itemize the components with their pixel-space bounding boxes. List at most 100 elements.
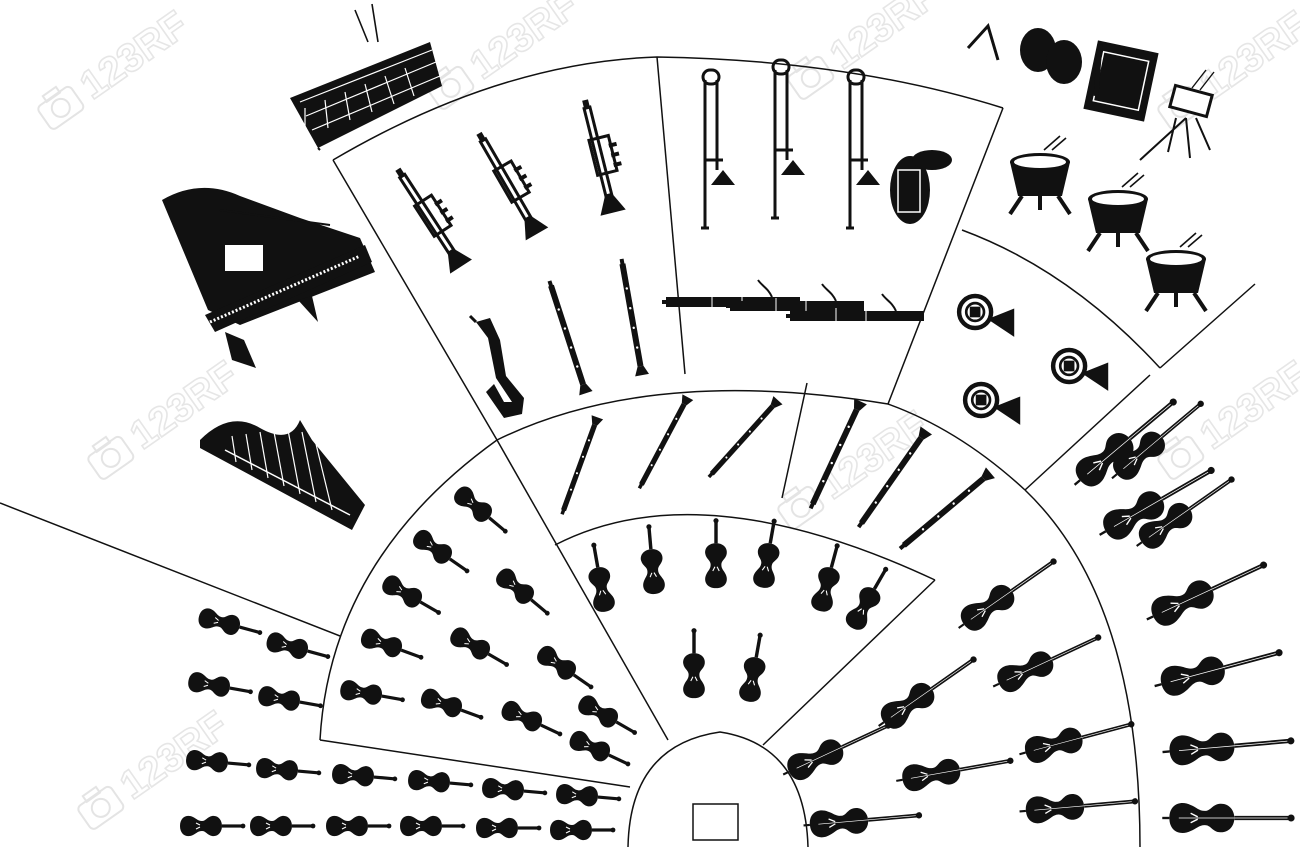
violin-icon — [475, 817, 542, 839]
double-bass-icon — [1139, 548, 1275, 635]
saxophone-icon — [468, 314, 524, 418]
double-bass-icon — [1161, 801, 1296, 835]
violin-icon — [399, 815, 466, 837]
violin-icon — [256, 684, 326, 717]
french-horn-icon — [965, 384, 1020, 425]
brass-right-edge — [887, 107, 1004, 405]
triangle-icon — [966, 23, 1000, 61]
french-horn-icon — [1053, 350, 1108, 391]
watermark: 123RF — [781, 0, 947, 102]
viola-icon — [737, 630, 772, 705]
violin-icon — [566, 727, 635, 775]
violin-icon — [409, 525, 476, 582]
cello-icon — [1014, 709, 1139, 769]
viola-icon — [637, 522, 667, 596]
watermark-text: 123RF — [812, 403, 936, 508]
violin-icon — [184, 748, 253, 776]
viola-icon — [841, 561, 897, 634]
clarinet-icon — [542, 278, 593, 396]
violin-icon — [533, 641, 600, 698]
percussion-divider — [1159, 283, 1256, 369]
violin-icon — [492, 564, 557, 624]
cello-edge — [1024, 374, 1151, 491]
first-violin-edge — [319, 739, 631, 788]
section-dividers — [0, 56, 1256, 847]
cello-icon — [776, 710, 898, 788]
horn-arc — [961, 229, 1161, 369]
xylophone-icon — [290, 3, 442, 151]
watermark-text: 123RF — [1192, 353, 1300, 458]
cello-icon — [801, 800, 925, 840]
viola-icon — [704, 517, 728, 589]
instrument-layer — [179, 58, 1297, 841]
violin-icon — [357, 625, 428, 669]
viola-icon — [682, 627, 706, 699]
section-double-basses — [1063, 387, 1297, 835]
brass-divider-1 — [656, 56, 686, 375]
violin-icon — [186, 670, 256, 703]
cello-icon — [892, 745, 1017, 796]
violin-icon — [498, 697, 567, 745]
violin-icon — [195, 605, 266, 644]
trombone-icon — [769, 58, 807, 220]
violin-icon — [554, 782, 623, 810]
violin-icon — [338, 678, 408, 711]
trombone-icon — [699, 68, 737, 230]
watermark-text: 123RF — [1192, 3, 1300, 108]
trombone-icon — [844, 68, 882, 230]
violin-icon — [263, 629, 334, 668]
french-horn-icon — [959, 296, 1014, 337]
grand-piano-icon — [162, 187, 375, 368]
watermark: 123RF — [1151, 2, 1300, 132]
watermark: 123RF — [1151, 352, 1300, 482]
violin-icon — [249, 815, 316, 837]
violin-icon — [480, 776, 549, 804]
clarinet-icon — [614, 257, 649, 377]
trumpet-icon — [466, 121, 556, 242]
watermark-text: 123RF — [822, 0, 946, 78]
camera-icon — [71, 779, 127, 832]
stage-left-line — [0, 502, 341, 637]
second-violin-arc — [319, 439, 498, 741]
cello-icon — [949, 547, 1065, 641]
section-trumpets-saxophone-clarinets — [385, 93, 649, 396]
bass-drum-icon — [1083, 40, 1159, 122]
viola-icon — [751, 516, 786, 591]
section-trombones-tuba-bassoons — [661, 58, 925, 325]
oboe-icon — [895, 467, 995, 554]
viola-right-edge — [762, 579, 936, 746]
section-french-horns — [959, 296, 1108, 425]
cymbals-icon — [1020, 28, 1082, 84]
cello-icon — [1017, 786, 1141, 826]
conductor-podium — [692, 803, 739, 841]
harp-icon — [200, 420, 365, 530]
violin-icon — [406, 768, 475, 796]
violin-icon — [179, 815, 246, 837]
watermark: 123RF — [421, 0, 587, 112]
woodwind-divider — [781, 382, 808, 499]
violin-icon — [549, 819, 616, 841]
tuba-icon — [890, 150, 952, 224]
double-bass-icon — [1160, 724, 1297, 769]
camera-icon — [781, 49, 837, 102]
brass-left-edge — [332, 159, 498, 441]
viola-arc — [554, 513, 936, 581]
timpani-icon — [1086, 171, 1150, 253]
trumpet-icon — [385, 156, 480, 276]
watermark: 123RF — [81, 352, 247, 482]
woodwind-inner-arc — [496, 389, 1026, 491]
flute-icon — [633, 394, 694, 492]
double-bass-icon — [1149, 636, 1288, 702]
flute-icon — [556, 415, 604, 517]
camera-icon — [81, 429, 137, 482]
flute-icon — [704, 396, 783, 482]
watermark-text: 123RF — [462, 0, 586, 88]
viola-icon — [582, 540, 617, 615]
section-second-violins — [338, 482, 643, 775]
violin-icon — [330, 762, 399, 790]
cello-icon — [986, 622, 1108, 700]
violin-icon — [325, 815, 392, 837]
viola-left-edge — [496, 439, 669, 741]
